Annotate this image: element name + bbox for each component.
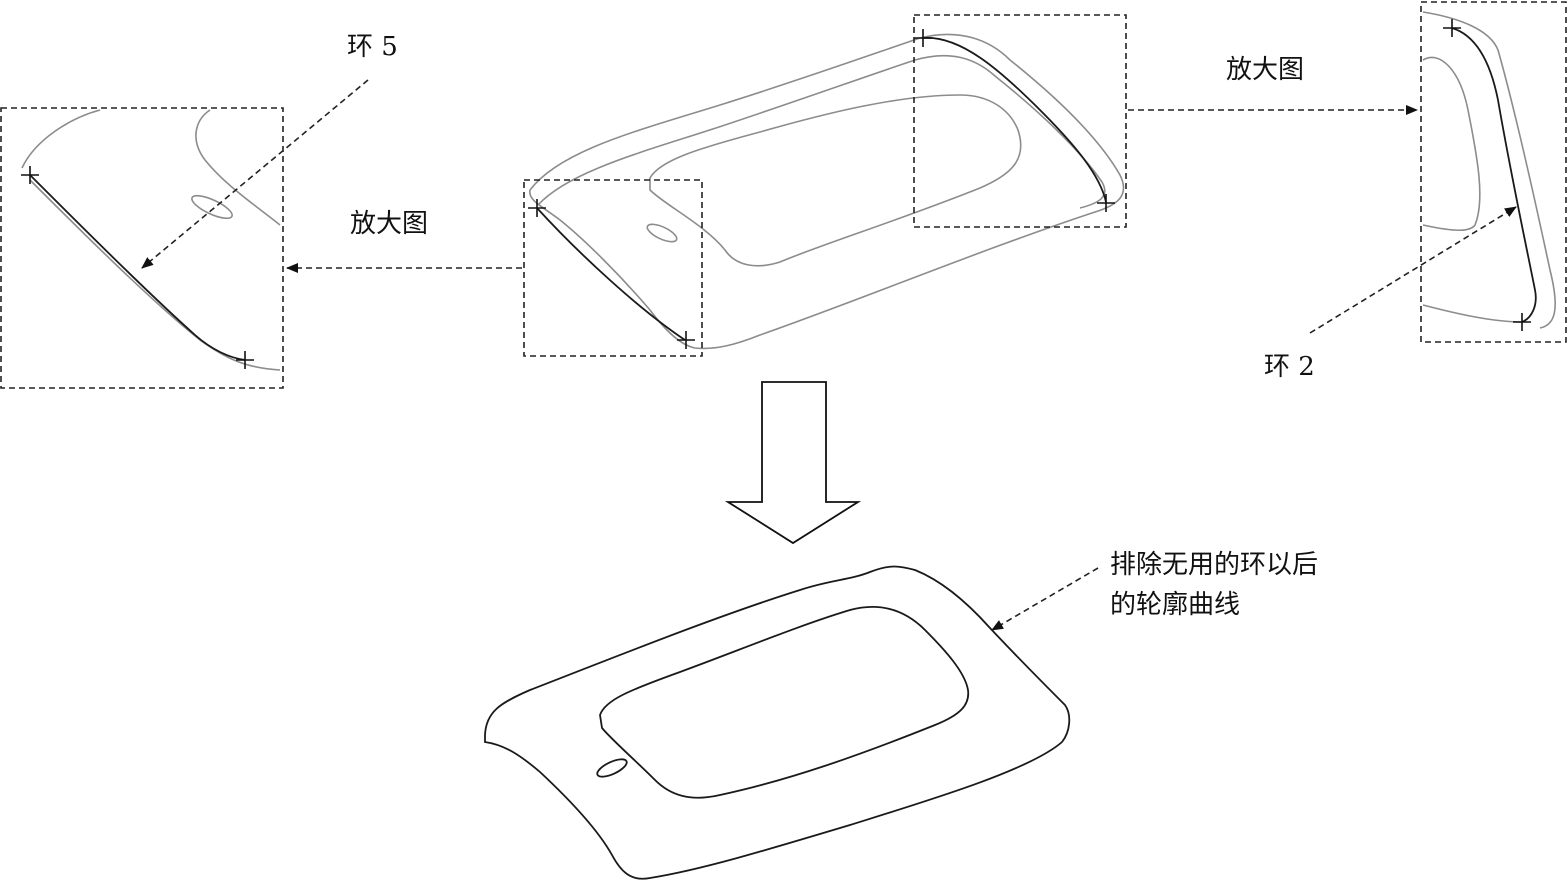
box-right-region	[913, 14, 1127, 228]
zoom-right-ring2-edge	[1451, 27, 1537, 323]
box-zoom-right	[1420, 1, 1567, 343]
vertex-marker	[677, 331, 695, 349]
vertex-marker	[914, 29, 932, 47]
vertex-markers	[528, 29, 1115, 349]
outer-edge	[537, 54, 1106, 209]
ring2-edge	[922, 37, 1107, 203]
result-inner-panel	[599, 606, 970, 799]
box-zoom-left	[0, 107, 284, 389]
zoom-left-detail	[21, 109, 281, 371]
label-result-line2: 的轮廓曲线	[1110, 590, 1241, 620]
zoom-right-detail	[1422, 11, 1556, 329]
box-left-region	[523, 179, 703, 357]
label-zoom-left: 放大图	[350, 209, 429, 239]
label-result-line1: 排除无用的环以后	[1110, 550, 1319, 580]
inner-panel	[649, 94, 1022, 267]
vertex-marker	[1097, 194, 1115, 212]
outer-contour	[529, 33, 1125, 350]
label-ring5: 环 5	[347, 32, 398, 62]
zoom-right-vertex-markers	[1443, 19, 1531, 331]
big-down-arrow	[724, 381, 862, 545]
result-outer-contour	[484, 565, 1071, 880]
label-ring2: 环 2	[1264, 352, 1315, 382]
result-slot	[596, 758, 628, 778]
arrow-result	[991, 567, 1099, 631]
label-zoom-right: 放大图	[1226, 55, 1305, 85]
arrow-ring2	[1309, 206, 1517, 334]
original-part	[529, 33, 1125, 350]
slot	[646, 223, 678, 243]
zoom-left-vertex-markers	[21, 166, 254, 369]
ring5-edge	[536, 207, 686, 341]
zoom-left-ring5-edge	[29, 174, 246, 361]
vertex-marker	[528, 199, 546, 217]
arrow-ring5	[141, 79, 369, 269]
result-profile	[484, 565, 1071, 880]
